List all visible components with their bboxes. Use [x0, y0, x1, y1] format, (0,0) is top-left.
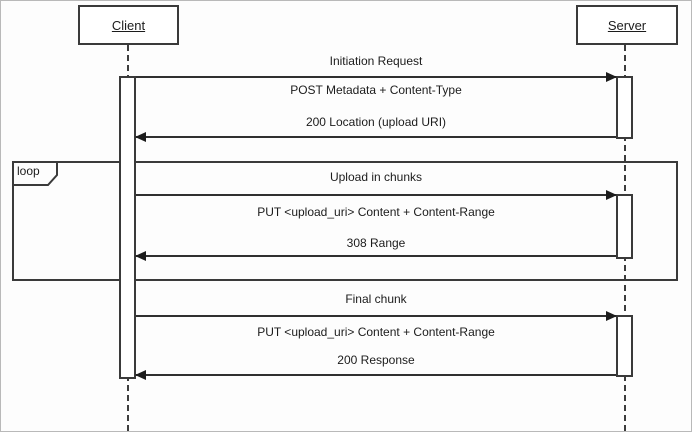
- section-title-initiation: Initiation Request: [329, 54, 423, 68]
- activation-bar-server-initiation: [616, 76, 633, 139]
- loop-fragment-tab: loop: [12, 161, 58, 186]
- message-line-final-request: [136, 311, 617, 321]
- arrowhead-left-icon: [135, 132, 146, 142]
- message-line-initiation-response: [135, 132, 616, 142]
- message-label-initiation-request: POST Metadata + Content-Type: [290, 83, 462, 97]
- actor-box-server: Server: [576, 5, 678, 45]
- actor-label-client: Client: [111, 17, 146, 33]
- activation-bar-server-loop: [616, 194, 633, 259]
- activation-bar-server-final: [616, 315, 633, 377]
- section-title-upload-chunks: Upload in chunks: [329, 170, 423, 184]
- loop-tab-shape: [12, 161, 58, 186]
- message-label-final-request: PUT <upload_uri> Content + Content-Range: [257, 325, 495, 339]
- message-label-final-response: 200 Response: [337, 353, 415, 367]
- activation-bar-client: [119, 76, 136, 379]
- message-line-final-response: [135, 370, 616, 380]
- actor-box-client: Client: [78, 5, 179, 45]
- loop-fragment-label: loop: [17, 164, 40, 178]
- message-line-initiation-request: [136, 72, 617, 82]
- arrowhead-right-icon: [606, 311, 617, 321]
- arrowhead-left-icon: [135, 251, 146, 261]
- section-title-final-chunk: Final chunk: [345, 292, 407, 306]
- message-label-chunk-request: PUT <upload_uri> Content + Content-Range: [257, 205, 495, 219]
- message-line-chunk-request: [136, 190, 617, 200]
- actor-label-server: Server: [607, 17, 647, 33]
- message-label-chunk-response: 308 Range: [346, 236, 406, 250]
- arrowhead-left-icon: [135, 370, 146, 380]
- message-label-initiation-response: 200 Location (upload URI): [305, 115, 447, 129]
- arrowhead-right-icon: [606, 72, 617, 82]
- loop-fragment-frame: loop: [12, 161, 678, 281]
- arrowhead-right-icon: [606, 190, 617, 200]
- message-line-chunk-response: [135, 251, 616, 261]
